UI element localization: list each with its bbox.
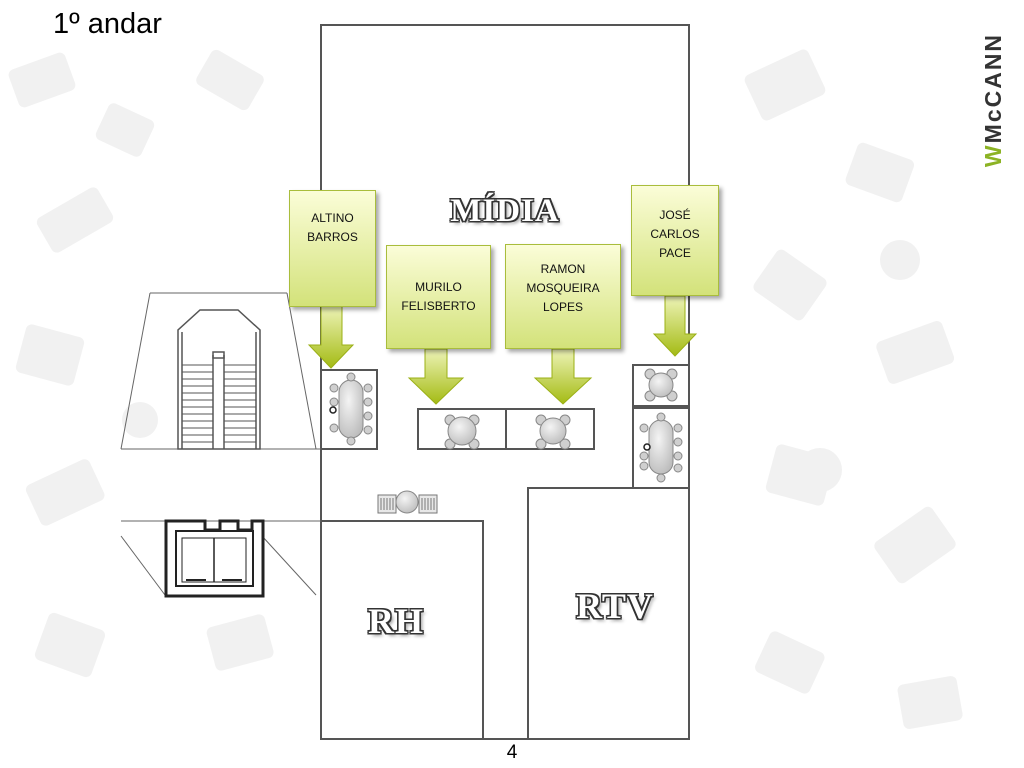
- callout-jose-carlos-pace: JOSÉ CARLOS PACE: [631, 185, 719, 296]
- callout-murilo-felisberto: MURILO FELISBERTO: [386, 245, 491, 349]
- exterior-lines: [120, 292, 321, 596]
- round-table-icon: [444, 414, 480, 450]
- staircase-icon: [177, 309, 261, 450]
- room-label-midia: MÍDIA: [450, 193, 560, 229]
- room-label-rh: RH: [368, 601, 424, 641]
- room-label-rtv: RTV: [576, 586, 654, 626]
- chair-icon: [377, 494, 397, 514]
- down-arrow-icon: [307, 305, 355, 369]
- walls: [320, 24, 690, 740]
- meeting-table-icon: [329, 372, 373, 446]
- background-pattern: [8, 49, 963, 729]
- down-arrow-icon: [533, 348, 593, 405]
- callout-ramon-mosqueira-lopes: RAMON MOSQUEIRA LOPES: [505, 244, 621, 349]
- slide-title: 1º andar: [53, 8, 162, 40]
- down-arrow-icon: [407, 348, 465, 405]
- round-table-icon: [644, 368, 678, 402]
- meeting-table-icon: [639, 412, 683, 483]
- elevator-icon: [164, 519, 265, 598]
- round-table-icon: [395, 490, 419, 514]
- page-number: 4: [506, 742, 518, 763]
- chair-icon: [418, 494, 438, 514]
- callout-altino-barros: ALTINO BARROS: [289, 190, 376, 307]
- down-arrow-icon: [652, 295, 698, 357]
- round-table-icon: [535, 414, 571, 450]
